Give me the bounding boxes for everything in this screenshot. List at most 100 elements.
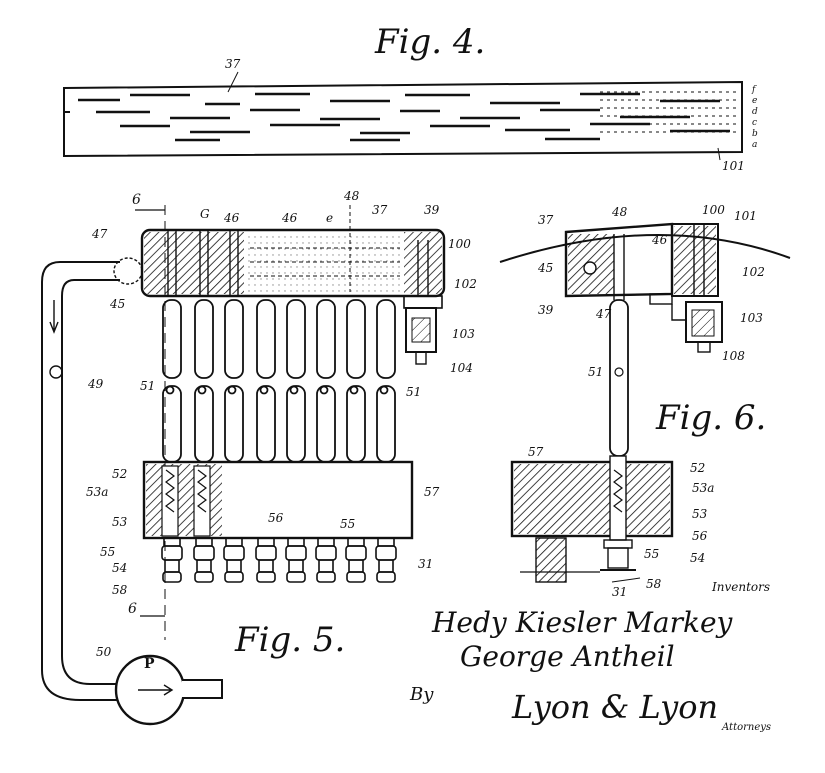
tube-port xyxy=(197,385,207,395)
fig5-ref-103: 103 xyxy=(452,327,475,341)
fig5-ref-55: 55 xyxy=(100,545,116,559)
fig6-ref-52: 52 xyxy=(690,461,706,475)
attorney-firm-signature: Lyon & Lyon xyxy=(512,688,719,726)
by-label: By xyxy=(410,684,434,705)
fig5-section-bottom: 6 xyxy=(128,601,137,617)
tube-upper xyxy=(376,299,396,379)
fig6-ref-53a: 53a xyxy=(692,481,715,495)
fig6-ref-39: 39 xyxy=(538,303,554,317)
nozzle xyxy=(315,537,337,583)
inventor-name-1: Hedy Kiesler Markey xyxy=(432,606,733,639)
fig5-ref-51a: 51 xyxy=(140,379,156,393)
nozzle xyxy=(345,537,367,583)
tube-upper xyxy=(286,299,306,379)
fig5-ref-55b: 55 xyxy=(340,517,356,531)
fig6-ref-48: 48 xyxy=(612,205,628,219)
fig6-ref-47: 47 xyxy=(596,307,612,321)
tube-port xyxy=(259,385,269,395)
fig5-ref-48: 48 xyxy=(344,189,360,203)
fig6-section xyxy=(499,222,791,583)
tube-lower xyxy=(316,385,336,463)
fig6-ref-100: 100 xyxy=(702,203,725,217)
tube-upper xyxy=(162,299,182,379)
fig5-ref-46a: 46 xyxy=(224,211,240,225)
nozzle xyxy=(255,537,277,583)
fig5-section-top: 6 xyxy=(132,192,141,208)
fig6-ref-51: 51 xyxy=(588,365,604,379)
fig5-ref-50: 50 xyxy=(96,645,112,659)
fig6-ref-103: 103 xyxy=(740,311,763,325)
tube-lower xyxy=(194,385,214,463)
fig6-ref-58: 58 xyxy=(646,577,662,591)
nozzle xyxy=(223,537,245,583)
fig5-ref-54: 54 xyxy=(112,561,128,575)
inventors-label: Inventors xyxy=(712,580,771,594)
fig5-ref-47: 47 xyxy=(92,227,108,241)
fig6-ref-45: 45 xyxy=(538,261,554,275)
fig4-ref-end: 101 xyxy=(722,159,745,173)
tube-port xyxy=(319,385,329,395)
inventor-name-2: George Antheil xyxy=(460,640,675,673)
fig6-ref-31: 31 xyxy=(612,585,628,599)
fig5-ref-46b: 46 xyxy=(282,211,298,225)
pump-label: P xyxy=(144,656,155,672)
tube-lower xyxy=(224,385,244,463)
fig5-ref-53: 53 xyxy=(112,515,128,529)
fig5-ref-e: e xyxy=(326,211,334,225)
tube-lower xyxy=(376,385,396,463)
fig5-ref-49: 49 xyxy=(88,377,104,391)
fig6-ref-57: 57 xyxy=(528,445,544,459)
tube-upper xyxy=(194,299,214,379)
fig6-ref-54: 54 xyxy=(690,551,706,565)
fig5-ref-G: G xyxy=(200,207,210,221)
fig5-ref-56: 56 xyxy=(268,511,284,525)
fig5-ref-104: 104 xyxy=(450,361,473,375)
fig4-ref-roll: 37 xyxy=(225,57,241,71)
fig5-ref-100: 100 xyxy=(448,237,471,251)
tube-lower xyxy=(286,385,306,463)
nozzle xyxy=(193,537,215,583)
fig5-ref-37: 37 xyxy=(372,203,388,217)
fig5-ref-51b: 51 xyxy=(406,385,422,399)
fig4-ref-c: c xyxy=(752,118,758,128)
fig4-ref-d: d xyxy=(752,107,758,117)
fig5-ref-53a: 53a xyxy=(86,485,109,499)
fig4-ref-e: e xyxy=(752,96,758,106)
fig5-title: Fig. 5. xyxy=(235,620,346,660)
fig6-ref-46: 46 xyxy=(652,233,668,247)
attorneys-label: Attorneys xyxy=(722,722,772,733)
tube-upper xyxy=(316,299,336,379)
fig4-ref-b: b xyxy=(752,129,758,139)
fig5-ref-39: 39 xyxy=(424,203,440,217)
fig6-title: Fig. 6. xyxy=(656,398,767,438)
fig5-ref-31: 31 xyxy=(418,557,434,571)
tube-lower xyxy=(256,385,276,463)
nozzle xyxy=(285,537,307,583)
fig6-ref-108: 108 xyxy=(722,349,745,363)
fig5-tracker-bar xyxy=(41,205,446,726)
tube-lower xyxy=(162,385,182,463)
fig6-ref-102: 102 xyxy=(742,265,765,279)
fig6-ref-55: 55 xyxy=(644,547,660,561)
tube-port xyxy=(379,385,389,395)
nozzle xyxy=(161,537,183,583)
fig4-title: Fig. 4. xyxy=(375,22,486,62)
fig6-ref-56: 56 xyxy=(692,529,708,543)
tube-upper xyxy=(224,299,244,379)
tube-upper xyxy=(346,299,366,379)
fig4-ref-a: a xyxy=(752,140,758,150)
tube-port xyxy=(165,385,175,395)
fig4-ref-f: f xyxy=(752,85,756,95)
fig6-ref-37: 37 xyxy=(538,213,554,227)
tube-upper xyxy=(256,299,276,379)
tube-port xyxy=(227,385,237,395)
fig5-ref-45: 45 xyxy=(110,297,126,311)
tube-port xyxy=(349,385,359,395)
nozzle xyxy=(375,537,397,583)
fig6-ref-101: 101 xyxy=(734,209,757,223)
tube-lower xyxy=(346,385,366,463)
fig6-ref-53: 53 xyxy=(692,507,708,521)
fig5-ref-52: 52 xyxy=(112,467,128,481)
